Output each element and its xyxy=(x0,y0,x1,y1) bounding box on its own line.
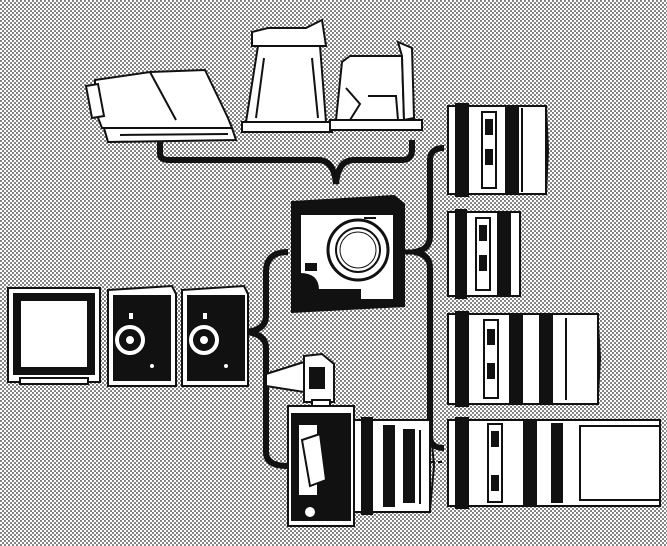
long-tele-lens-icon xyxy=(447,417,661,509)
camera-with-lens-icon xyxy=(287,405,436,527)
film-magazine-icon xyxy=(181,284,249,387)
short-lens-icon xyxy=(447,209,521,299)
film-insert-icon xyxy=(7,287,101,385)
folding-hood-icon xyxy=(329,40,423,131)
medium-tele-lens-icon xyxy=(447,311,602,407)
chimney-finder-icon xyxy=(241,18,333,133)
prism-finder-icon xyxy=(84,68,238,144)
camera-body-icon xyxy=(291,194,405,314)
viewfinder-brace xyxy=(157,140,415,185)
film-magazine-icon xyxy=(107,284,177,387)
prism-eyepiece-icon xyxy=(265,352,335,409)
wide-lens-icon xyxy=(447,103,550,197)
